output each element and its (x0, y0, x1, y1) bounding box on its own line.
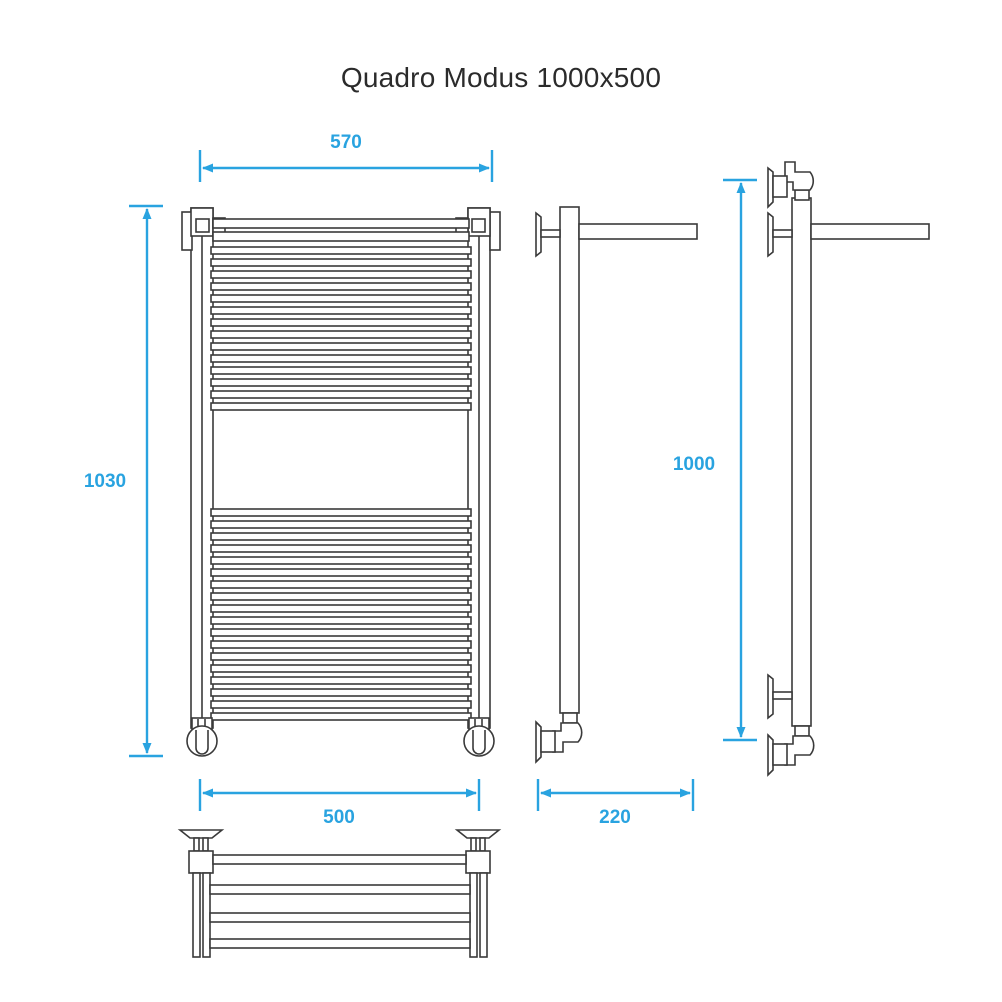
front-right-post (455, 207, 501, 729)
front-rails-upper (210, 246, 472, 411)
plan-view (177, 829, 502, 958)
right-top-rail (810, 223, 930, 240)
right-top-elbow (767, 161, 815, 209)
dimension-1000: 1000 (673, 178, 757, 742)
dimension-570-label: 570 (330, 132, 362, 153)
page-title: Quadro Modus 1000x500 (340, 62, 662, 93)
dimension-570: 570 (198, 132, 494, 182)
front-view (181, 207, 501, 757)
right-wall-bracket-upper (767, 211, 793, 258)
side-wall-bracket-upper (535, 211, 561, 258)
front-left-valve (186, 717, 218, 757)
dimension-1000-label: 1000 (673, 454, 715, 475)
side-bottom-elbow (535, 712, 583, 764)
right-wall-bracket-lower (767, 673, 793, 720)
side-view-left (535, 206, 698, 764)
dimension-220: 220 (536, 779, 695, 828)
side-view-right (767, 161, 930, 777)
dimension-500-label: 500 (323, 807, 355, 828)
front-rails-lower (210, 508, 472, 721)
plan-rails (209, 854, 471, 949)
dimension-220-label: 220 (599, 807, 631, 828)
dimension-1030-label: 1030 (84, 471, 126, 492)
dimension-500: 500 (198, 779, 481, 828)
front-right-valve (463, 717, 495, 757)
right-bottom-elbow (767, 725, 815, 777)
dimension-1030: 1030 (84, 204, 163, 758)
side-top-rail (578, 223, 698, 240)
front-top-rail (212, 218, 470, 242)
